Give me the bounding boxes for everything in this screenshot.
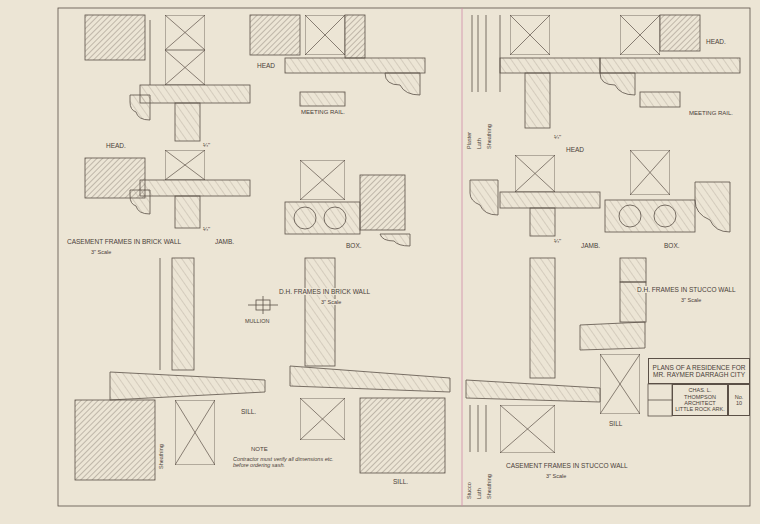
detail-label: BOX. — [345, 242, 363, 249]
material-label: Stucco — [466, 481, 472, 500]
detail-label: JAMB. — [214, 238, 235, 245]
detail-label: CASEMENT FRAMES IN BRICK WALL — [66, 238, 182, 245]
detail-label: JAMB. — [580, 242, 601, 249]
detail-label: HEAD. — [705, 38, 727, 45]
detail-label: 3" Scale — [545, 473, 567, 479]
material-label: Sheathing — [486, 473, 492, 500]
detail-label: D.H. FRAMES IN STUCCO WALL — [636, 286, 737, 293]
material-label: Plaster — [466, 131, 472, 150]
detail-label: D.H. FRAMES IN BRICK WALL — [278, 288, 371, 295]
detail-label: ¼" — [553, 238, 562, 245]
title-block-cell: No. 10 — [728, 384, 750, 416]
detail-label: NOTE — [250, 446, 269, 453]
detail-label: MEETING RAIL. — [688, 110, 734, 117]
detail-label: 3" Scale — [680, 297, 702, 303]
detail-label: HEAD — [565, 146, 585, 153]
detail-label: HEAD — [256, 62, 276, 69]
title-block-text: No. 10 — [731, 394, 747, 407]
detail-label: BOX. — [663, 242, 681, 249]
title-block-text: CHAS. L. THOMPSON ARCHITECT LITTLE ROCK … — [675, 387, 725, 412]
detail-label: ¼" — [202, 142, 211, 149]
detail-label: SILL. — [392, 478, 409, 485]
detail-label: ¼" — [202, 226, 211, 233]
detail-label: CASEMENT FRAMES IN STUCCO WALL — [505, 462, 629, 469]
detail-label: SILL. — [240, 408, 257, 415]
detail-label: 3" Scale — [320, 299, 342, 305]
title-block-cell: PLANS OF A RESIDENCE FOR MR. RAYMER DARR… — [648, 358, 750, 384]
detail-label: HEAD. — [105, 142, 127, 149]
material-label: Sheathing — [486, 123, 492, 150]
detail-label: MEETING RAIL. — [300, 109, 346, 116]
title-block-text: PLANS OF A RESIDENCE FOR MR. RAYMER DARR… — [651, 364, 747, 379]
detail-label: ¼" — [553, 134, 562, 141]
detail-label: SILL — [608, 420, 623, 427]
material-label: Sheathing — [158, 443, 164, 470]
title-block-cell: CHAS. L. THOMPSON ARCHITECT LITTLE ROCK … — [672, 384, 728, 416]
material-label: Lath — [476, 487, 482, 500]
detail-label: MULLION — [244, 318, 270, 324]
detail-label: 3" Scale — [90, 249, 112, 255]
detail-label: Contractor must verify all dimensions et… — [232, 456, 342, 468]
material-label: Lath — [476, 137, 482, 150]
